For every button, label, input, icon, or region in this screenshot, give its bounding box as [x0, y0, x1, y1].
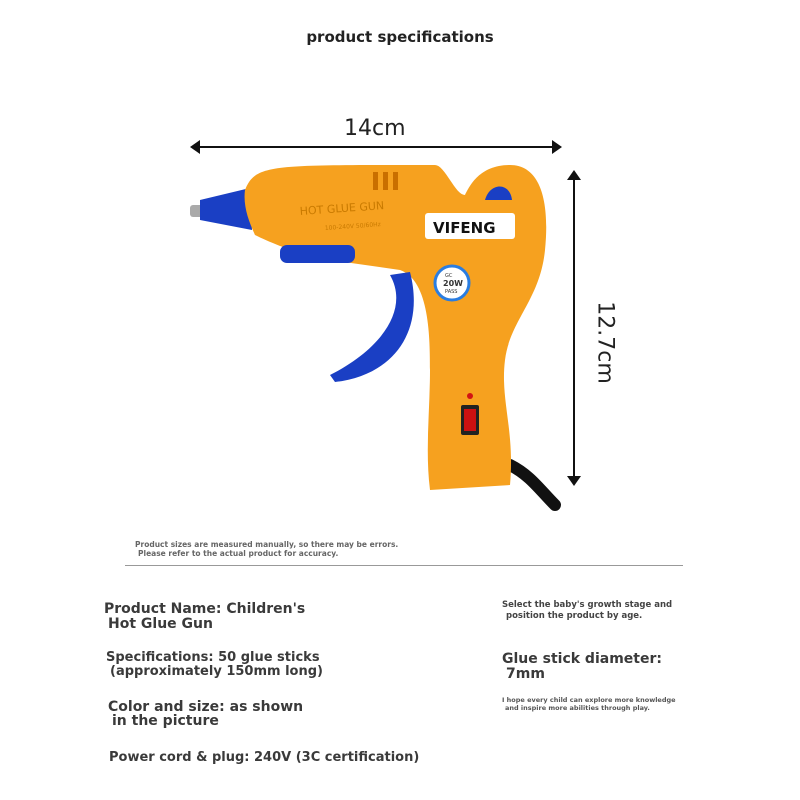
specifications-line2: (approximately 150mm long) [110, 664, 323, 679]
product-name-line1: Product Name: Children's [104, 601, 306, 617]
power-cord [504, 459, 561, 511]
glue-gun-image: HOT GLUE GUN 100-240V 50/60Hz VIFENG GC … [190, 165, 561, 511]
cert-badge [433, 264, 471, 302]
age-note: Select the baby's growth stage and posit… [502, 600, 672, 622]
age-note-line2: position the product by age. [506, 611, 643, 621]
page-title: product specifications [306, 28, 494, 46]
color-size-line2: in the picture [112, 713, 219, 729]
side-slider [280, 245, 355, 263]
vent [373, 172, 378, 190]
arrow-right-icon [552, 140, 562, 154]
badge-watt-text: 20W [443, 279, 463, 288]
badge-top-text: GC [445, 273, 453, 279]
top-clip [485, 186, 512, 200]
height-label: 12.7cm [592, 301, 618, 384]
arrow-up-icon [567, 170, 581, 180]
body-text: HOT GLUE GUN [299, 199, 384, 218]
color-size-line1: Color and size: as shown [108, 699, 304, 715]
arrow-down-icon [567, 476, 581, 486]
divider [125, 565, 683, 566]
brand-logo: VIFENG [433, 219, 496, 237]
glue-stick-diameter: Glue stick diameter: 7mm [502, 652, 662, 682]
product-name: Product Name: Children's Hot Glue Gun [104, 602, 305, 632]
brand-plate [425, 213, 515, 239]
age-note-line1: Select the baby's growth stage and [502, 600, 673, 610]
width-dimension-arrow [190, 140, 562, 154]
height-dimension-arrow [567, 170, 581, 486]
specifications-line1: Specifications: 50 glue sticks [106, 650, 320, 665]
diameter-line1: Glue stick diameter: [502, 651, 662, 667]
specifications: Specifications: 50 glue sticks (approxim… [106, 651, 323, 679]
switch-rocker [464, 409, 476, 431]
power-indicator [467, 393, 473, 399]
note-line1: Product sizes are measured manually, so … [135, 540, 399, 549]
vent [383, 172, 388, 190]
badge-bottom-text: PASS [445, 289, 457, 295]
hope-note-line1: I hope every child can explore more know… [502, 696, 676, 704]
note-line2: Please refer to the actual product for a… [138, 549, 339, 558]
vent [393, 172, 398, 190]
hope-note-line2: and inspire more abilities through play. [505, 704, 650, 712]
voltage-text: 100-240V 50/60Hz [325, 221, 381, 232]
width-label: 14cm [344, 116, 406, 141]
arrow-left-icon [190, 140, 200, 154]
trigger [330, 272, 414, 382]
color-size: Color and size: as shown in the picture [108, 700, 303, 728]
product-name-line2: Hot Glue Gun [108, 616, 213, 632]
diameter-line2: 7mm [506, 666, 545, 682]
measurement-note: Product sizes are measured manually, so … [135, 540, 398, 558]
hope-note: I hope every child can explore more know… [502, 696, 676, 712]
nozzle [200, 188, 252, 230]
power-cord-spec: Power cord & plug: 240V (3C certificatio… [109, 750, 420, 765]
